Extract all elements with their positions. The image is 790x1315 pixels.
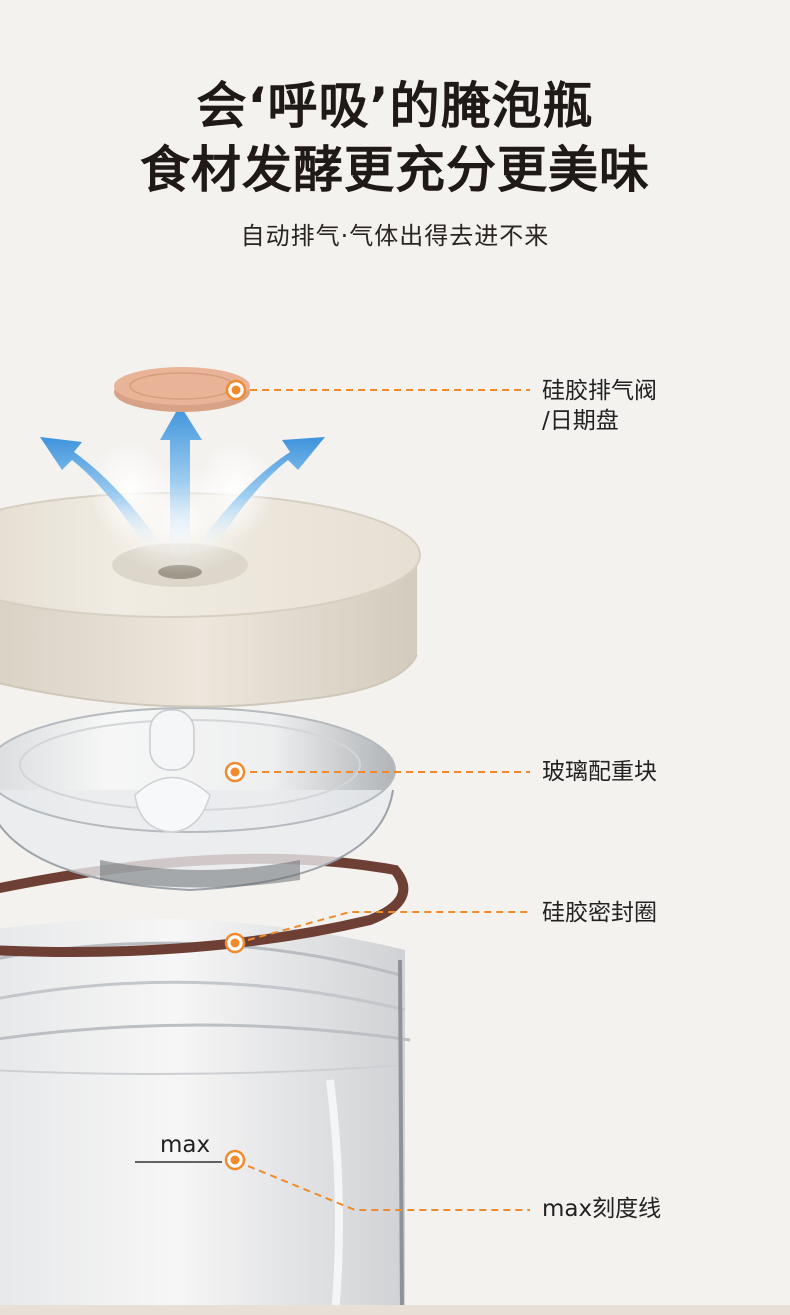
jar-body bbox=[0, 918, 790, 1315]
max-mark-label: max bbox=[160, 1132, 211, 1158]
subtitle: 自动排气·气体出得去进不来 bbox=[240, 222, 550, 250]
callout-markers bbox=[135, 379, 530, 1211]
silicone-valve bbox=[114, 367, 250, 412]
callout-valve-line-2: /日期盘 bbox=[542, 408, 619, 434]
callout-glass-weight: 玻璃配重块 bbox=[542, 759, 657, 785]
callout-valve-line-1: 硅胶排气阀 bbox=[542, 378, 657, 404]
headline-line-1: 会‘呼吸’的腌泡瓶 bbox=[196, 77, 594, 135]
airflow-arrows bbox=[40, 405, 325, 560]
glass-weight bbox=[0, 707, 396, 892]
callout-seal-ring: 硅胶密封圈 bbox=[542, 900, 657, 926]
callout-max-scale: max刻度线 bbox=[542, 1196, 662, 1222]
headline-line-2: 食材发酵更充分更美味 bbox=[140, 141, 650, 199]
